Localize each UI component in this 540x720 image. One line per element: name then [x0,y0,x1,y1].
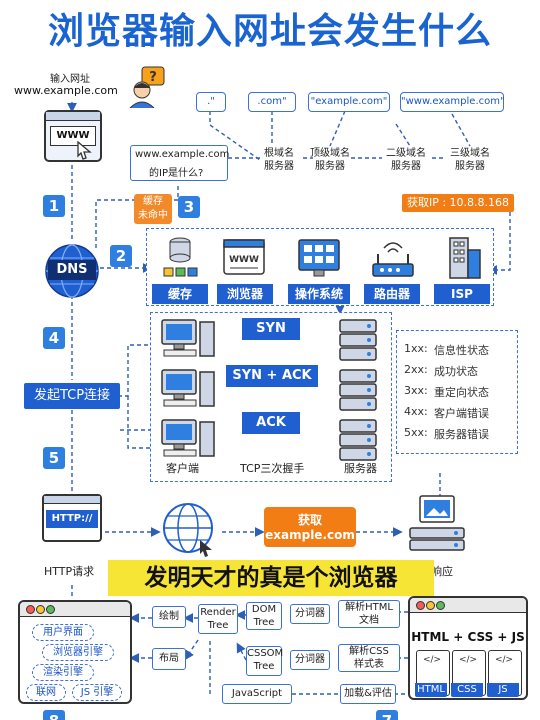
node-tokenizer-css: 分词器 [290,650,330,670]
device-cache-label: 缓存 [152,284,208,304]
node-layout: 布局 [152,648,186,670]
status-description: 服务器错误 [434,428,489,441]
node-load-eval: 加载&评估 [340,684,396,704]
http-request-label: HTTP请求 [44,565,95,578]
fetch-site-box: 获取 example.com [264,507,356,547]
response-server-icon [409,495,465,551]
files-heading: HTML + CSS + JS [411,630,525,644]
status-code-panel [396,330,518,454]
caption-banner: 发明天才的真是个浏览器 [108,560,434,596]
browser-window-icon: WWW [44,110,102,162]
css-file-icon: </> CSS [451,650,486,697]
html-file-icon: </> HTML [415,650,450,697]
status-description: 成功状态 [434,365,478,378]
user-avatar-icon: ? [129,66,165,108]
client-label: 客户端 [166,462,199,475]
html-file-label: HTML [415,683,447,697]
ip-result-badge: 获取IP : 10.8.8.168 [402,194,514,212]
step-5: 5 [43,447,65,469]
node-parse-html: 解析HTML 文档 [338,600,400,628]
question-line-1: www.example.com [135,149,230,160]
stack-browser-engine: 浏览器引擎 [42,644,114,661]
stack-js-engine: JS 引擎 [72,684,122,701]
cursor-icon [77,140,92,160]
step-1: 1 [43,195,65,217]
user-url: www.example.com [14,84,118,97]
device-os-label: 操作系统 [288,284,350,304]
dns-question-box: www.example.com 的IP是什么? [130,145,230,181]
server-rack-icon-1 [339,319,377,361]
root-server-label: 根域名 服务器 [264,148,294,172]
http-badge: HTTP:// [46,510,98,528]
device-isp-label: ISP [434,284,490,304]
step-8: 8 [43,710,65,720]
server-rack-icon-2 [339,369,377,411]
svg-text:WWW: WWW [229,255,259,265]
fetch-line-1: 获取 [297,513,322,527]
domain-root: ." [196,92,226,112]
page-title: 浏览器输入网址会发生什么 [47,11,492,52]
status-code: 1xx: [404,342,428,355]
node-tokenizer-html: 分词器 [290,604,330,624]
status-code: 3xx: [404,384,428,397]
domain-example: "example.com" [308,92,390,112]
step-7: 7 [376,710,398,720]
stack-render-engine: 渲染引擎 [32,664,94,681]
step-3: 3 [178,196,200,218]
url-bar: WWW [50,126,96,146]
node-render-tree: Render Tree [198,604,238,634]
browser-window-icon-2: WWW [223,239,265,275]
step-4: 4 [43,327,65,349]
tcp-syn: SYN [242,318,300,340]
node-draw: 绘制 [152,606,186,628]
tcp-start-label: 发起TCP连接 [24,383,120,409]
router-icon [372,242,414,277]
status-code: 5xx: [404,426,428,439]
node-javascript: JavaScript [222,684,292,704]
cache-miss-badge: 缓存 未命中 [134,194,172,224]
http-window-icon: HTTP:// [42,494,102,542]
internet-globe-icon [163,503,213,557]
status-description: 重定向状态 [434,386,489,399]
device-browser-label: 浏览器 [217,284,273,304]
second-level-server-label: 二级域名 服务器 [386,148,426,172]
server-rack-icon-3 [339,419,377,461]
js-file-label: JS [487,683,519,697]
source-files-window: HTML + CSS + JS </> HTML </> CSS </> JS [408,596,528,700]
isp-building-icon [449,237,481,279]
tcp-ack: ACK [242,412,300,434]
device-router-label: 路由器 [364,284,420,304]
client-pc-icon-1 [161,319,215,357]
node-dom-tree: DOM Tree [246,602,282,630]
step-2: 2 [110,245,132,267]
browser-architecture-window: 用户界面 浏览器引擎 渲染引擎 联网 JS 引擎 [18,600,132,704]
top-level-server-label: 顶级域名 服务器 [310,148,350,172]
node-parse-css: 解析CSS 样式表 [338,644,400,672]
dns-label: DNS [48,260,96,280]
status-description: 客户端错误 [434,407,489,420]
os-monitor-icon [298,239,340,277]
svg-text:?: ? [149,70,157,85]
status-code: 4xx: [404,405,428,418]
node-cssom-tree: CSSOM Tree [246,646,283,676]
client-pc-icon-3 [161,419,215,457]
tcp-syn-ack: SYN + ACK [226,365,318,387]
status-code: 2xx: [404,363,428,376]
stack-network: 联网 [26,684,66,701]
domain-com: .com" [248,92,296,112]
cache-database-icon [163,237,198,277]
user-input-label: 输入网址 [50,74,90,85]
stack-ui: 用户界面 [32,624,94,641]
domain-www: "www.example.com" [400,92,505,112]
css-file-label: CSS [451,683,483,697]
client-pc-icon-2 [161,369,215,407]
fetch-line-2: example.com [265,528,355,542]
handshake-label: TCP三次握手 [240,462,305,475]
js-file-icon: </> JS [487,650,522,697]
status-description: 信息性状态 [434,344,489,357]
question-line-2: 的IP是什么? [149,168,204,179]
server-label: 服务器 [344,462,377,475]
third-level-server-label: 三级域名 服务器 [450,148,490,172]
